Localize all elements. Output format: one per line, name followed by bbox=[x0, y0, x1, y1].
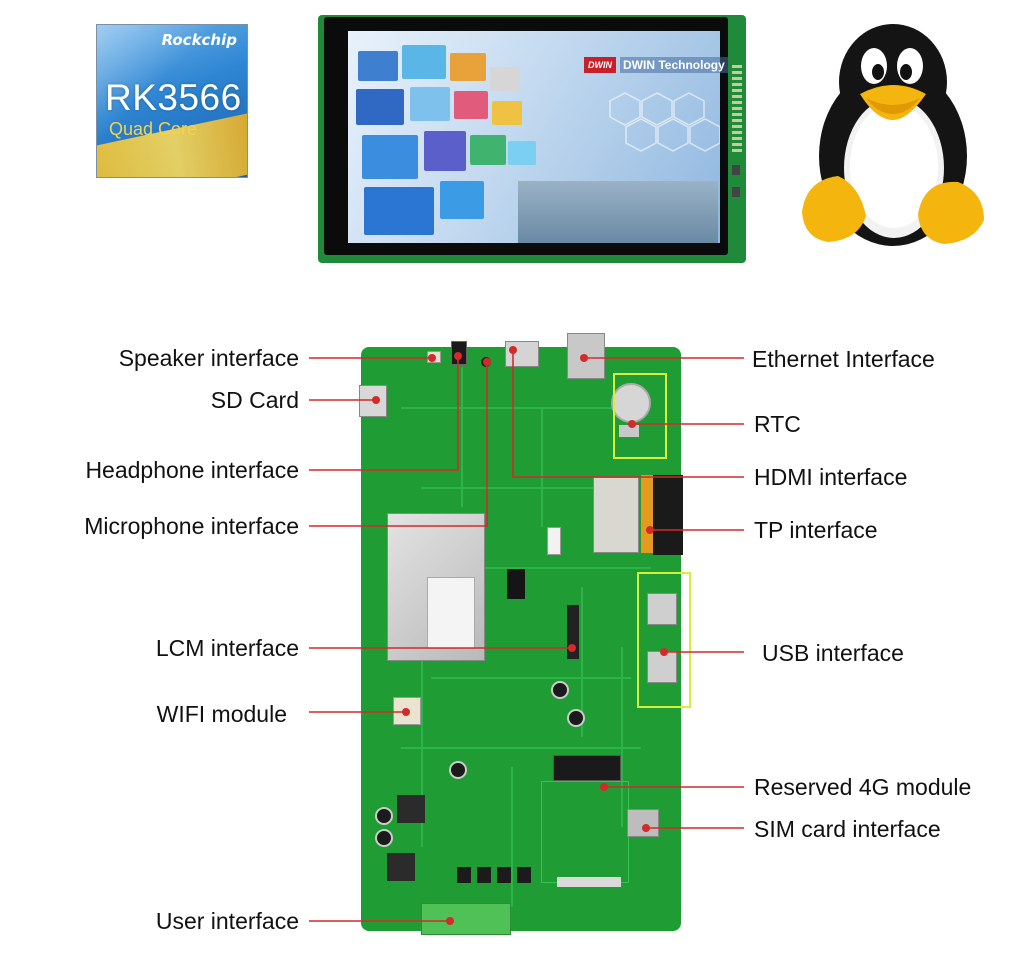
label-speaker-interface: Speaker interface bbox=[118, 345, 299, 371]
rk3566-chip-logo: Rockchip RK3566 Quad Core bbox=[96, 24, 248, 178]
label-sd-card: SD Card bbox=[210, 387, 299, 413]
label-hdmi-interface: HDMI interface bbox=[754, 464, 908, 490]
label-user-interface: User interface bbox=[155, 908, 299, 934]
dwin-logo: DWIN bbox=[584, 57, 616, 73]
label-microphone-interface: Microphone interface bbox=[84, 513, 299, 539]
dwin-brand-text: DWIN Technology bbox=[620, 57, 728, 73]
label-wifi-module: WIFI module bbox=[156, 701, 287, 727]
label-lcm-interface: LCM interface bbox=[155, 635, 299, 661]
label-rtc: RTC bbox=[754, 411, 801, 437]
label-headphone-interface: Headphone interface bbox=[85, 457, 299, 483]
label-reserved-4g-module: Reserved 4G module bbox=[754, 774, 972, 800]
label-sim-card-interface: SIM card interface bbox=[754, 816, 941, 842]
chip-brand: Rockchip bbox=[161, 31, 237, 49]
display-panel-photo: DWIN DWIN Technology bbox=[318, 15, 746, 263]
label-tp-interface: TP interface bbox=[754, 517, 878, 543]
label-usb-interface: USB interface bbox=[762, 640, 904, 666]
label-ethernet-interface: Ethernet Interface bbox=[752, 346, 935, 372]
chip-model: RK3566 bbox=[105, 77, 242, 118]
linux-tux-icon bbox=[802, 24, 984, 246]
pcb-board bbox=[359, 333, 683, 935]
chip-subtitle: Quad Core bbox=[109, 119, 198, 139]
